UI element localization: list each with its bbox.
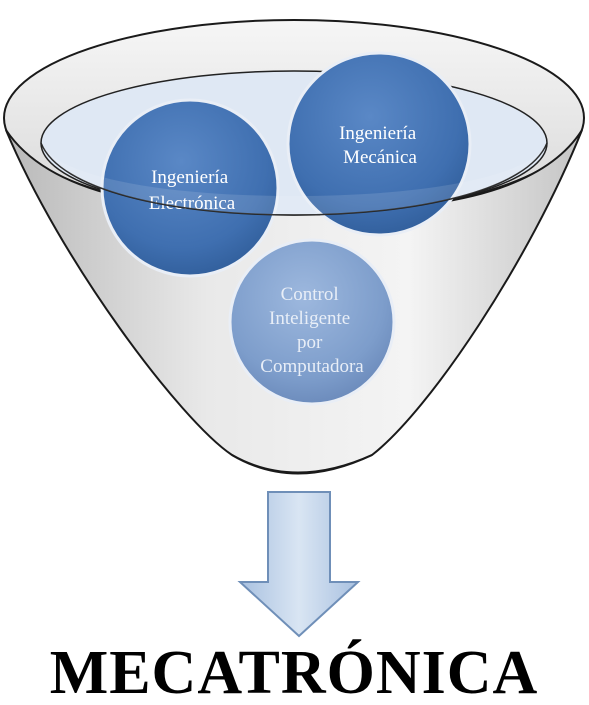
circle-electronica-line: Electrónica xyxy=(149,193,236,214)
circle-mecanica: Ingeniería Mecánica xyxy=(286,51,472,237)
funnel-spout xyxy=(231,454,373,475)
circle-control-line: Computadora xyxy=(260,356,364,377)
funnel-rim-front xyxy=(40,142,548,216)
svg-text:Ingeniería Electrónica: Ingeniería Electrónica xyxy=(149,167,236,214)
funnel-rim-front-shade xyxy=(41,143,547,215)
circle-control: Control Inteligente por Computadora xyxy=(228,238,396,406)
down-arrow-icon xyxy=(237,491,361,638)
circle-electronica: Ingeniería Electrónica xyxy=(100,98,280,278)
circle-electronica-line: Ingeniería xyxy=(151,167,229,188)
circle-control-line: Control xyxy=(281,284,339,305)
svg-text:Ingeniería Mecánica: Ingeniería Mecánica xyxy=(339,123,421,168)
circle-mecanica-line: Mecánica xyxy=(343,147,417,168)
circle-mecanica-line: Ingeniería xyxy=(339,123,417,144)
result-title: MECATRÓNICA xyxy=(50,639,539,705)
circle-control-line: Inteligente xyxy=(269,308,350,329)
circle-control-line: por xyxy=(297,332,323,353)
svg-text:Control Inteligente: Control Inteligente por Computadora xyxy=(260,284,364,377)
